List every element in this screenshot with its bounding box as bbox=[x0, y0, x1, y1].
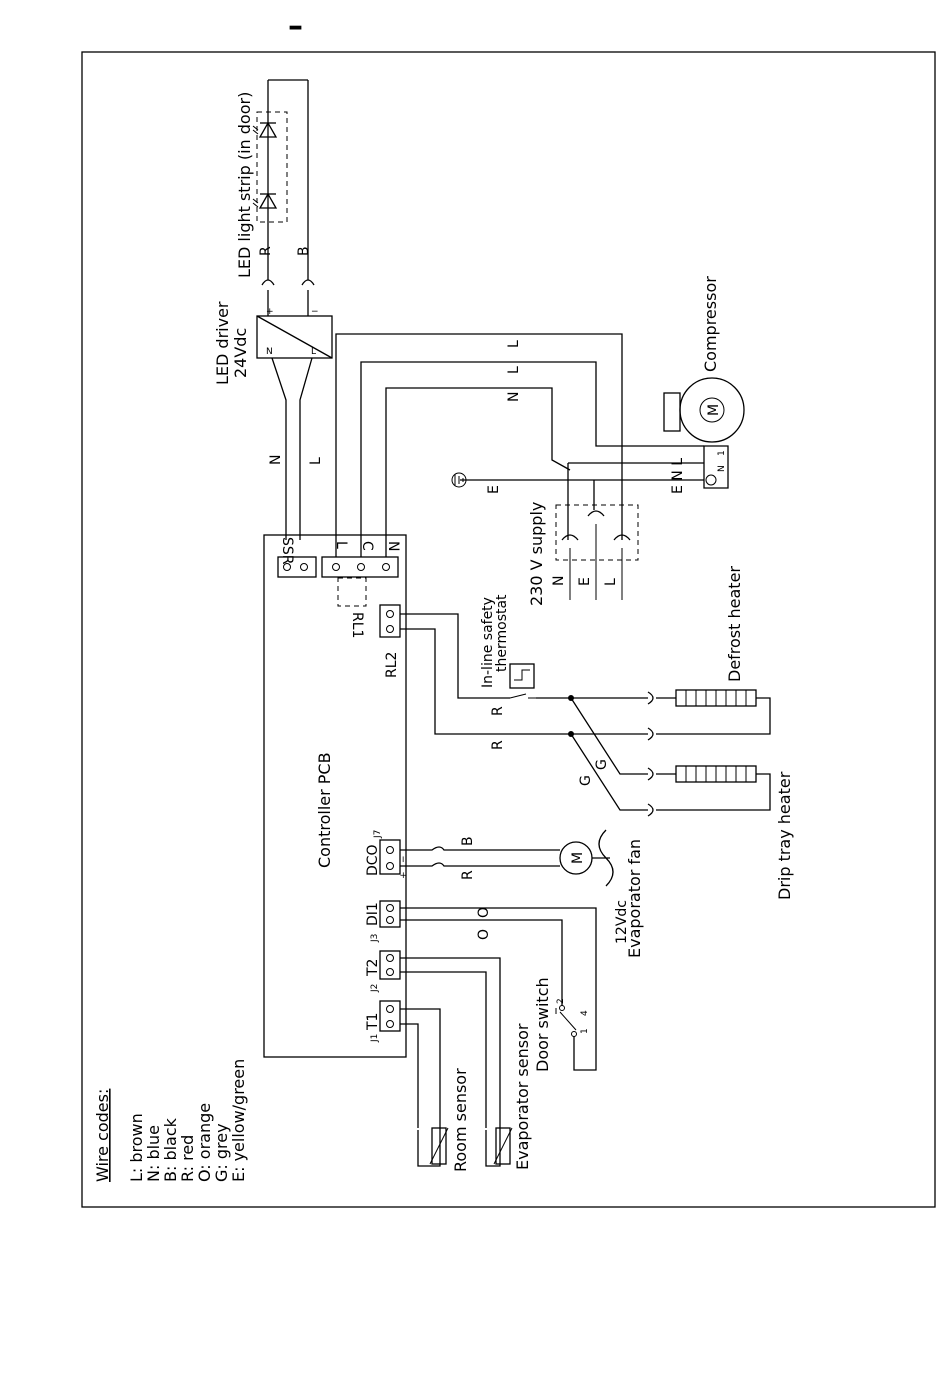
wire-di-o2: O bbox=[476, 929, 492, 940]
svg-text:+: + bbox=[266, 307, 274, 317]
led-driver-label-2: 24Vdc bbox=[231, 328, 250, 378]
wire-comp-l2: L bbox=[506, 366, 522, 374]
terminal-t2-label: T2 bbox=[365, 959, 381, 977]
defrost-heater-label: Defrost heater bbox=[725, 566, 744, 682]
door-switch bbox=[400, 907, 597, 1071]
terminal-rl2 bbox=[379, 604, 401, 638]
t2-j-tag: J2 bbox=[370, 984, 380, 993]
wire-code-o: O: orange bbox=[195, 1103, 214, 1182]
comp-pin-n: N bbox=[717, 465, 727, 472]
led-driver: + − N L bbox=[256, 307, 333, 540]
wire-led-r: R bbox=[258, 246, 274, 256]
wire-codes-title: Wire codes: bbox=[93, 1089, 112, 1182]
comp-pin-1: 1 bbox=[717, 450, 727, 456]
terminal-t1 bbox=[379, 1000, 401, 1032]
door-switch-label: Door switch bbox=[533, 977, 552, 1072]
evaporator-sensor bbox=[400, 957, 513, 1167]
evaporator-fan bbox=[400, 829, 614, 887]
thermostat-label-2: thermostat bbox=[494, 594, 510, 672]
switch-pin-4: 4 bbox=[580, 1010, 590, 1016]
wire-code-l: L: brown bbox=[127, 1113, 146, 1182]
led-light-strip bbox=[252, 79, 315, 316]
terminal-t2 bbox=[379, 950, 401, 980]
wire-led-b: B bbox=[296, 246, 312, 256]
wire-codes-legend: Wire codes: L: brown N: blue B: black R:… bbox=[93, 1059, 248, 1182]
heater-wiring bbox=[400, 613, 648, 811]
wire-code-n: N: blue bbox=[144, 1125, 163, 1182]
room-sensor-label: Room sensor bbox=[451, 1068, 470, 1172]
terminal-rl2-label: RL2 bbox=[384, 652, 400, 678]
terminal-rl1-label: RL1 bbox=[349, 612, 365, 638]
defrost-heater bbox=[647, 689, 771, 741]
wire-supply-l: L bbox=[603, 578, 619, 586]
drip-tray-heater bbox=[647, 765, 771, 817]
supply-label: 230 V supply bbox=[527, 502, 546, 606]
terminal-dco bbox=[379, 839, 401, 875]
led-driver-label-1: LED driver bbox=[213, 301, 232, 385]
led-strip-label: LED light strip (in door) bbox=[235, 92, 254, 278]
wire-code-e: E: yellow/green bbox=[229, 1059, 248, 1182]
compressor bbox=[663, 377, 745, 489]
wire-heat-g2: G bbox=[594, 759, 610, 770]
diagram-frame bbox=[81, 51, 936, 1208]
t1-j-tag: J1 bbox=[370, 1034, 380, 1043]
svg-text:L: L bbox=[311, 347, 316, 357]
terminal-t1-label: T1 bbox=[365, 1013, 381, 1031]
wire-code-b: B: black bbox=[161, 1117, 180, 1182]
wire-supply-n: N bbox=[551, 576, 567, 586]
di1-j-tag: J3 bbox=[370, 934, 380, 943]
terminal-di1-label: DI1 bbox=[365, 902, 381, 926]
mains-wiring bbox=[335, 333, 704, 557]
compressor-label: Compressor bbox=[701, 276, 720, 372]
wire-comp-enl: E N L bbox=[670, 458, 686, 494]
evap-fan-label-2: Evaporator fan bbox=[625, 839, 644, 958]
supply-plug bbox=[555, 504, 639, 600]
wire-ground-e: E bbox=[486, 485, 502, 494]
switch-pin-2: 2 bbox=[556, 998, 566, 1004]
wire-heat-g1: G bbox=[578, 775, 594, 786]
wire-heat-r2: R bbox=[490, 740, 506, 750]
evap-fan-motor: M bbox=[570, 852, 586, 864]
terminal-di1 bbox=[379, 900, 401, 928]
svg-text:−: − bbox=[311, 307, 319, 317]
wire-drv-n: N bbox=[268, 455, 284, 465]
switch-pin-1: 1 bbox=[580, 1028, 590, 1034]
rl1-pin-c: C bbox=[359, 541, 375, 551]
wire-code-g: G: grey bbox=[212, 1123, 231, 1182]
terminal-ssr-label: SSR bbox=[279, 537, 295, 565]
evaporator-sensor-label: Evaporator sensor bbox=[513, 1023, 532, 1170]
terminal-dco-label: DCO bbox=[365, 844, 381, 876]
controller-label: Controller PCB bbox=[315, 752, 334, 868]
controller-pcb bbox=[263, 534, 407, 1058]
thermostat-label-1: In-line safety bbox=[480, 597, 496, 688]
wire-supply-e: E bbox=[577, 577, 593, 586]
dco-minus: − bbox=[399, 855, 409, 863]
rl1-pin-l: L bbox=[333, 541, 349, 549]
wire-code-r: R: red bbox=[178, 1135, 197, 1182]
terminal-ssr bbox=[277, 556, 317, 578]
room-sensor bbox=[400, 1008, 449, 1167]
wire-comp-n: N bbox=[506, 392, 522, 402]
header-mark: – bbox=[288, 9, 303, 44]
rl1-pin-n: N bbox=[385, 541, 401, 551]
compressor-motor-label: M bbox=[706, 404, 722, 416]
wire-di-o1: O bbox=[476, 907, 492, 918]
dco-j-tag: J7 bbox=[373, 830, 383, 839]
drip-tray-heater-label: Drip tray heater bbox=[775, 771, 794, 900]
dco-plus: + bbox=[399, 871, 409, 879]
terminal-rl1 bbox=[321, 556, 399, 607]
wire-heat-r1: R bbox=[490, 706, 506, 716]
evap-fan-label-1: 12Vdc bbox=[614, 900, 630, 944]
wire-comp-l1: L bbox=[506, 340, 522, 348]
wire-fan-b: B bbox=[460, 836, 476, 846]
safety-thermostat bbox=[509, 663, 536, 699]
wire-fan-r: R bbox=[460, 870, 476, 880]
ground-symbol bbox=[451, 472, 467, 488]
wire-drv-l: L bbox=[308, 457, 324, 465]
svg-text:N: N bbox=[266, 347, 273, 357]
